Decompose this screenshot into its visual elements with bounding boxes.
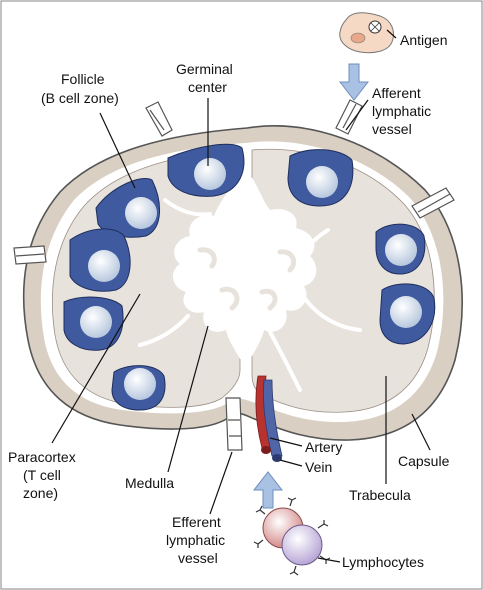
label-germinal-center: center	[188, 79, 227, 95]
germinal-center	[385, 234, 417, 266]
label-follicle: Follicle	[61, 71, 105, 87]
label-trabecula: Trabecula	[349, 487, 411, 503]
label-follicle-b-cell-zone: (B cell zone)	[41, 90, 119, 106]
lymphocytes	[253, 497, 331, 576]
label-afferent: Afferent	[372, 85, 421, 101]
leader-lines	[51, 29, 431, 563]
label-afferent-vessel: vessel	[372, 121, 412, 137]
trabeculae	[138, 198, 362, 392]
germinal-center	[306, 166, 338, 198]
afferent-vessel	[145, 101, 173, 137]
label-antigen: Antigen	[400, 32, 447, 48]
germinal-center	[125, 197, 157, 229]
germinal-center	[88, 250, 120, 282]
label-artery: Artery	[305, 439, 342, 455]
germinal-center	[124, 368, 156, 400]
label-vein: Vein	[305, 459, 332, 475]
germinal-center	[80, 306, 112, 338]
label-paracortex-t-cell: (T cell	[23, 467, 61, 483]
label-capsule: Capsule	[398, 453, 450, 469]
label-lymphocytes: Lymphocytes	[342, 554, 424, 570]
label-medulla: Medulla	[125, 475, 174, 491]
label-efferent: Efferent	[172, 514, 221, 530]
antigen-arrow	[338, 63, 370, 101]
label-efferent-lymphatic: lymphatic	[166, 532, 225, 548]
afferent-vessels	[13, 99, 455, 265]
medulla-sinuses	[172, 170, 317, 370]
lymphocyte-arrow	[252, 471, 284, 509]
label-paracortex-zone: zone)	[23, 485, 58, 501]
medullary-cords	[197, 247, 297, 311]
germinal-center	[194, 158, 226, 190]
label-afferent-lymphatic: lymphatic	[372, 103, 431, 119]
efferent-vessel	[225, 397, 243, 451]
label-paracortex: Paracortex	[8, 449, 76, 465]
vein	[263, 379, 283, 457]
label-efferent-vessel: vessel	[178, 550, 218, 566]
antigen-cell	[339, 12, 394, 54]
blood-vessels	[255, 375, 283, 462]
follicles	[63, 143, 436, 411]
germinal-center	[390, 296, 422, 328]
label-germinal: Germinal	[176, 61, 233, 77]
